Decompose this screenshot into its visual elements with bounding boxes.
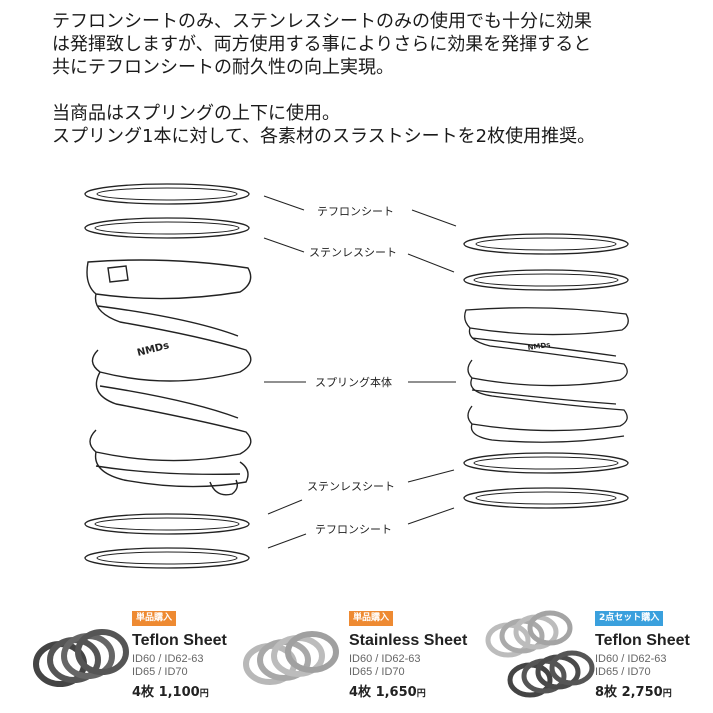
product-spec: ID65 / ID70 <box>349 666 405 678</box>
product-spec: ID60 / ID62-63 <box>132 653 204 665</box>
purchase-badge: 単品購入 <box>132 611 177 626</box>
purchase-badge: 単品購入 <box>349 611 394 626</box>
product-spec: ID65 / ID70 <box>595 666 651 678</box>
teflon-sheet-bottom-left <box>84 547 250 569</box>
stainless-sheet-top-right <box>463 269 629 291</box>
product-price: 8枚 2,750円 <box>595 681 690 700</box>
yen-unit: 円 <box>416 689 426 699</box>
intro-line: は発揮致しますが、両方使用する事によりさらに効果を発揮すると <box>52 34 592 55</box>
product-price-value: 1,650 <box>375 685 417 700</box>
product-name: Teflon Sheet <box>132 632 227 649</box>
purchase-badge: 2点セット購入 <box>595 611 664 626</box>
product-name: Stainless Sheet <box>349 632 468 649</box>
intro-line: テフロンシートのみ、ステンレスシートのみの使用でも十分に効果 <box>52 11 592 32</box>
stainless-sheet-top-left <box>84 217 250 239</box>
label-stainless-top: ステンレスシート <box>309 246 397 259</box>
label-spring-body: スプリング本体 <box>315 375 392 389</box>
teflon-rings-image <box>33 629 129 687</box>
product-price: 4枚 1,100円 <box>132 681 227 700</box>
stainless-sheet-bottom-left <box>84 513 250 535</box>
stainless-sheet-bottom-right <box>463 452 629 474</box>
label-stainless-bottom: ステンレスシート <box>307 480 395 493</box>
label-teflon-bottom: テフロンシート <box>315 523 392 536</box>
label-teflon-top: テフロンシート <box>317 205 394 218</box>
product-price-value: 2,750 <box>621 685 663 700</box>
product-spec: ID65 / ID70 <box>132 666 188 678</box>
teflon-sheet-top-left <box>84 183 250 205</box>
yen-unit: 円 <box>662 689 672 699</box>
leader-lines <box>263 195 457 549</box>
product-stainless-single[interactable]: 単品購入 Stainless Sheet ID60 / ID62-63 ID65… <box>349 605 467 700</box>
product-spec: ID60 / ID62-63 <box>349 653 421 665</box>
spring-logo-small: NMDs <box>527 341 551 352</box>
spring-logo: NMDs <box>136 340 170 359</box>
intro-line: スプリング1本に対して、各素材のスラストシートを2枚使用推奨。 <box>52 126 596 147</box>
spring-short <box>464 307 629 443</box>
product-teflon-single[interactable]: 単品購入 Teflon Sheet ID60 / ID62-63 ID65 / … <box>132 605 227 700</box>
spring-tall <box>86 259 252 496</box>
product-price-value: 1,100 <box>158 685 200 700</box>
stainless-rings-image <box>243 631 339 685</box>
intro-line: 共にテフロンシートの耐久性の向上実現。 <box>52 57 394 78</box>
teflon-sheet-bottom-right <box>463 487 629 509</box>
product-price: 4枚 1,650円 <box>349 681 467 700</box>
product-spec: ID60 / ID62-63 <box>595 653 667 665</box>
set-rings-image <box>485 610 595 698</box>
product-qty: 4枚 <box>132 685 155 700</box>
teflon-sheet-top-right <box>463 233 629 255</box>
intro-text: テフロンシートのみ、ステンレスシートのみの使用でも十分に効果 は発揮致しますが、… <box>52 10 702 148</box>
product-qty: 8枚 <box>595 685 618 700</box>
product-qty: 4枚 <box>349 685 372 700</box>
product-name: Teflon Sheet <box>595 632 690 649</box>
intro-line: 当商品はスプリングの上下に使用。 <box>52 103 340 124</box>
yen-unit: 円 <box>199 689 209 699</box>
product-set[interactable]: 2点セット購入 Teflon Sheet ID60 / ID62-63 ID65… <box>595 605 690 700</box>
